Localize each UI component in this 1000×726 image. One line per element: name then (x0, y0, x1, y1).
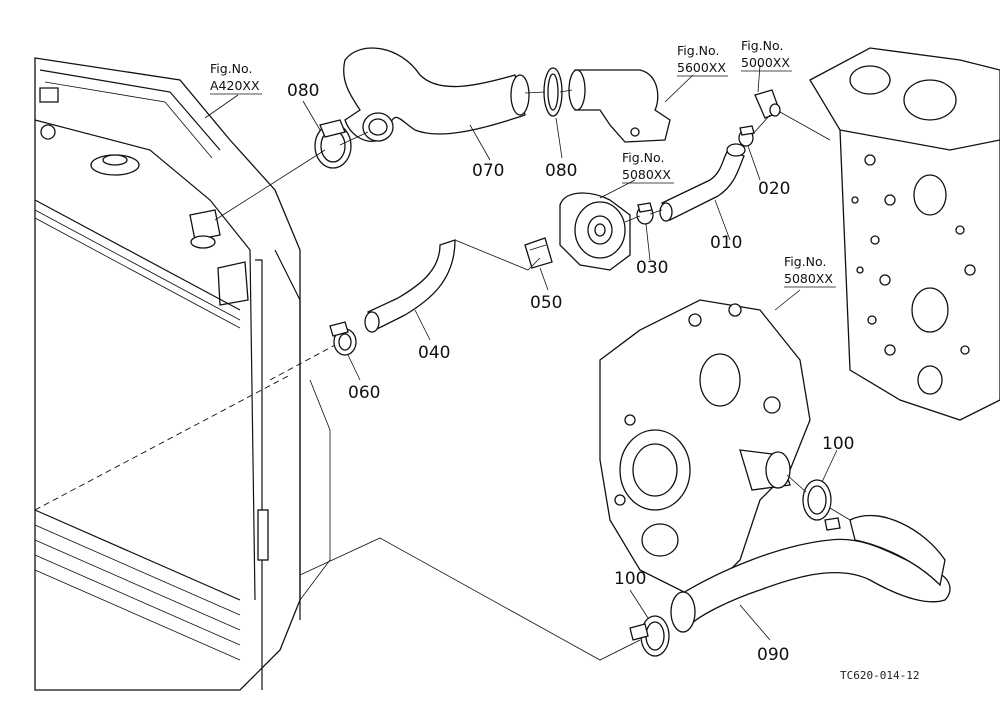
clamp-080-right (543, 67, 563, 117)
clamp-020 (738, 125, 755, 147)
part-label-040: 040 (418, 343, 450, 363)
thermostat-housing (568, 69, 671, 143)
part-label-080-upper: 080 (287, 81, 319, 101)
figref-5080-upper-label: Fig.No. (622, 150, 664, 165)
engine-block (809, 47, 1000, 421)
part-label-100-upper: 100 (822, 434, 854, 454)
part-label-020: 020 (758, 179, 790, 199)
part-label-060: 060 (348, 383, 380, 403)
part-label-070: 070 (472, 161, 504, 181)
figref-5600-number: 5600XX (677, 60, 726, 75)
part-label-080-right: 080 (545, 161, 577, 181)
figref-a420-number: A420XX (210, 78, 260, 93)
part-label-050: 050 (530, 293, 562, 313)
hose-070 (343, 47, 530, 142)
figref-5000-label: Fig.No. (741, 38, 783, 53)
part-label-090: 090 (757, 645, 789, 665)
figref-5080-lower-label: Fig.No. (784, 254, 826, 269)
water-pump-body (559, 192, 631, 271)
hose-090 (670, 515, 951, 633)
clamp-060 (329, 321, 357, 356)
figref-5600-label: Fig.No. (677, 43, 719, 58)
drawing-code: TC620-014-12 (840, 669, 919, 682)
figref-5080-upper-number: 5080XX (622, 167, 671, 182)
figref-5080-lower-number: 5080XX (784, 271, 833, 286)
part-label-100-lower: 100 (614, 569, 646, 589)
clamp-100-upper (802, 479, 841, 531)
part-label-010: 010 (710, 233, 742, 253)
engine-fitting (754, 89, 781, 119)
figref-5000-number: 5000XX (741, 55, 790, 70)
clamp-050 (524, 237, 553, 269)
figref-a420-label: Fig.No. (210, 61, 252, 76)
clamp-100-lower (629, 615, 670, 657)
hose-010 (659, 143, 746, 222)
radiator-assembly (34, 57, 331, 691)
gear-case (599, 299, 811, 601)
part-label-030: 030 (636, 258, 668, 278)
reference-lines (34, 64, 851, 661)
clamp-080-left (314, 119, 352, 169)
hose-040 (364, 239, 456, 333)
clamp-030 (636, 202, 654, 225)
